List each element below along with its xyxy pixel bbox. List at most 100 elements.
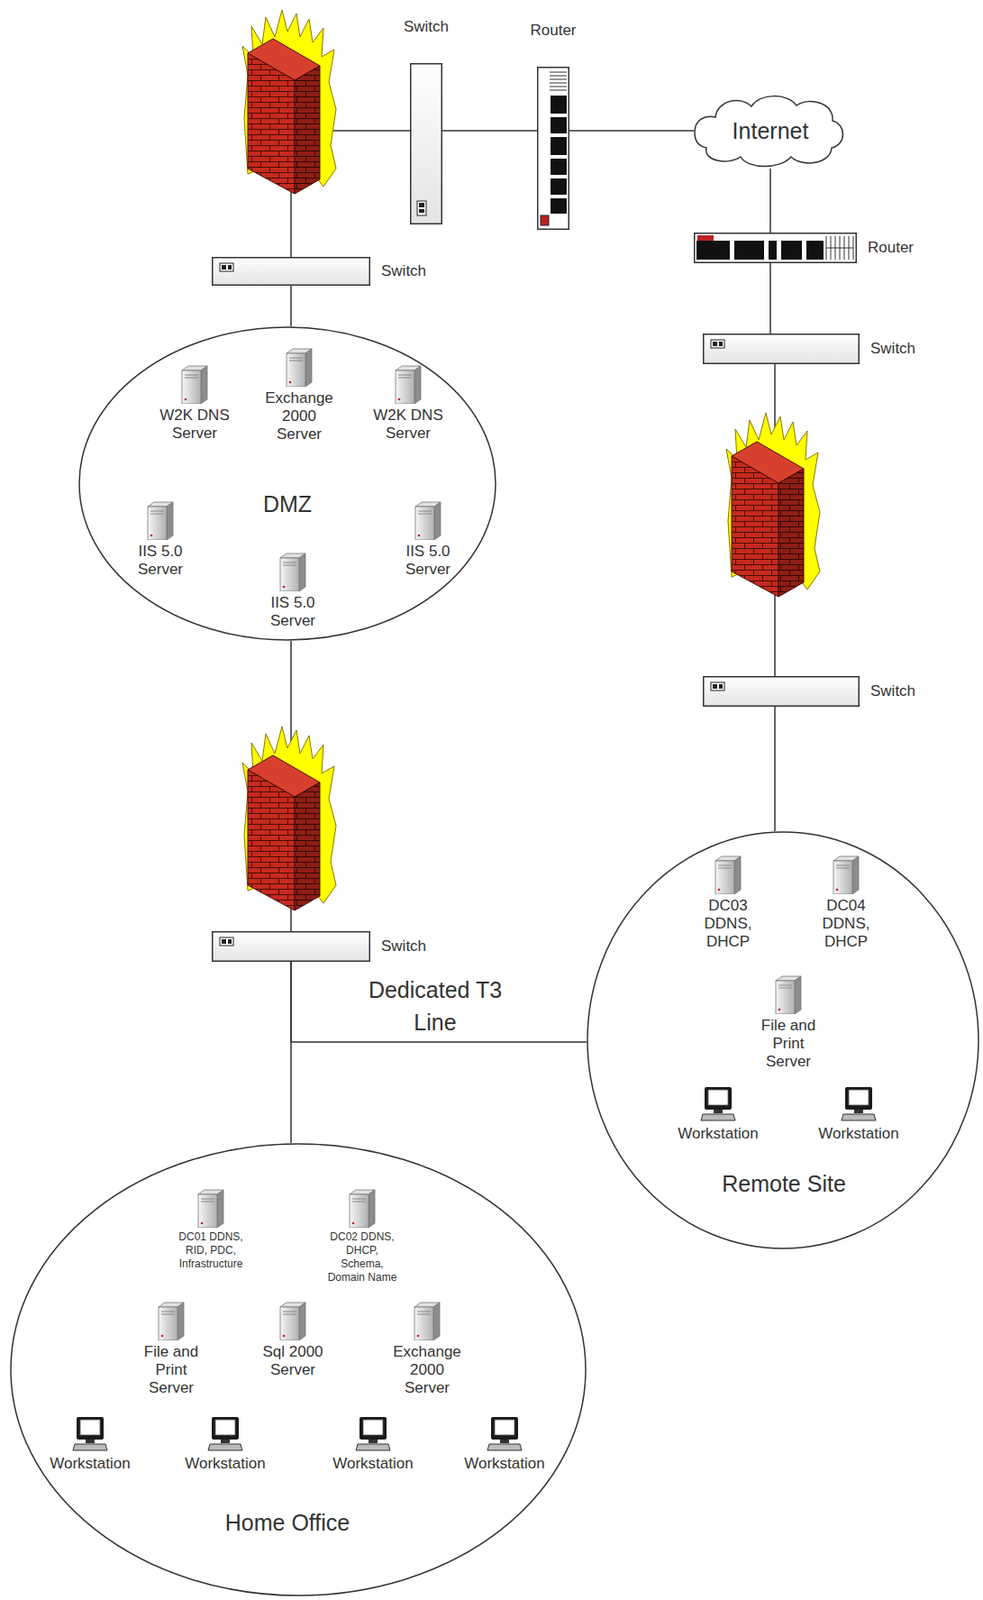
server-icon: File and Print Server <box>136 1300 207 1397</box>
workstation-icon: Workstation <box>40 1415 140 1473</box>
router: Router <box>693 232 857 264</box>
device-label: Switch <box>381 262 427 281</box>
server-label: DC04 DDNS, DHCP <box>817 896 875 951</box>
server-label: W2K DNS Server <box>368 406 448 443</box>
server-icon <box>393 364 423 404</box>
server-icon: IIS 5.0 Server <box>263 551 323 630</box>
server-label: Workstation <box>323 1454 423 1473</box>
network-link <box>442 129 538 132</box>
server-icon <box>412 1300 442 1340</box>
site-zone: DMZ W2K DNS Server Exchange 2000 Server W2K… <box>78 326 497 641</box>
network-link <box>769 263 772 334</box>
network-switch <box>211 930 371 962</box>
zone-label: Home Office <box>225 1508 350 1536</box>
server-label: DC02 DDNS, DHCP, Schema, Domain Name <box>325 1229 400 1284</box>
server-icon <box>145 500 175 540</box>
server-label: Workstation <box>40 1454 140 1473</box>
workstation-icon: Workstation <box>323 1415 423 1473</box>
site-zone: Home Office DC01 DDNS, RID, PDC, Infrastr… <box>9 1142 587 1596</box>
device-label: Switch <box>381 937 427 956</box>
firewall-icon <box>726 412 820 597</box>
server-icon <box>347 1187 377 1228</box>
server-icon <box>278 1300 308 1340</box>
server-label: Workstation <box>668 1124 768 1143</box>
site-zone: Remote Site DC03 DDNS, DHCP DC04 DDNS, DHC… <box>586 830 980 1249</box>
server-icon: Exchange 2000 Server <box>260 346 338 444</box>
server-icon: IIS 5.0 Server <box>130 500 191 579</box>
workstation-icon: Workstation <box>809 1085 909 1143</box>
server-label: File and Print Server <box>753 1016 824 1071</box>
server-icon <box>773 973 803 1014</box>
server-label: IIS 5.0 Server <box>398 542 458 579</box>
server-label: DC01 DDNS, RID, PDC, Infrastructure <box>173 1229 248 1271</box>
server-icon: Sql 2000 Server <box>257 1300 328 1379</box>
workstation-icon: Workstation <box>175 1415 275 1473</box>
network-switch: Switch <box>409 63 443 225</box>
server-icon <box>156 1300 186 1340</box>
server-label: Sql 2000 Server <box>257 1342 328 1379</box>
workstation-icon <box>207 1415 244 1452</box>
network-switch: Switch <box>211 256 371 286</box>
network-switch <box>409 63 443 225</box>
network-link <box>290 285 292 327</box>
firewall-icon <box>242 726 337 911</box>
server-icon: DC03 DDNS, DHCP <box>699 854 757 951</box>
zone-label: Remote Site <box>721 1169 847 1197</box>
router: Router <box>537 66 570 230</box>
network-switch: Switch <box>702 333 860 365</box>
server-icon: Exchange 2000 Server <box>388 1300 466 1397</box>
cloud-label: Internet <box>732 117 810 145</box>
workstation-icon <box>354 1415 392 1452</box>
server-icon <box>196 1187 226 1228</box>
firewall-icon <box>242 9 337 194</box>
server-label: IIS 5.0 Server <box>263 593 323 630</box>
server-icon: DC01 DDNS, RID, PDC, Infrastructure <box>173 1187 248 1271</box>
server-icon: DC02 DDNS, DHCP, Schema, Domain Name <box>325 1187 400 1284</box>
workstation-icon: Workstation <box>668 1085 768 1143</box>
router <box>537 66 570 230</box>
zone-label: DMZ <box>263 490 312 518</box>
server-icon <box>713 854 743 894</box>
server-icon: File and Print Server <box>753 973 824 1071</box>
server-icon: DC04 DDNS, DHCP <box>817 854 875 951</box>
network-switch <box>211 256 371 286</box>
server-label: Workstation <box>809 1124 909 1143</box>
link-label: Dedicated T3 Line <box>354 973 517 1038</box>
network-link <box>769 168 772 233</box>
router <box>693 232 857 264</box>
network-switch: Switch <box>702 675 860 707</box>
network-switch <box>702 333 860 365</box>
device-label: Switch <box>870 339 916 358</box>
server-icon <box>180 364 210 404</box>
server-icon <box>278 551 308 592</box>
server-label: File and Print Server <box>136 1342 207 1397</box>
network-switch: Switch <box>211 930 371 962</box>
server-label: Workstation <box>455 1454 555 1473</box>
workstation-icon <box>486 1415 523 1452</box>
internet-cloud: Internet <box>693 91 847 169</box>
workstation-icon <box>840 1085 877 1122</box>
server-icon: IIS 5.0 Server <box>398 500 458 579</box>
server-icon: W2K DNS Server <box>154 364 235 443</box>
device-label: Switch <box>403 18 449 37</box>
server-label: Exchange 2000 Server <box>388 1342 466 1397</box>
server-label: W2K DNS Server <box>154 406 235 443</box>
network-link <box>773 706 776 831</box>
workstation-icon: Workstation <box>455 1415 555 1473</box>
device-label: Router <box>529 21 576 40</box>
server-label: DC03 DDNS, DHCP <box>699 896 757 951</box>
server-label: Exchange 2000 Server <box>260 389 338 444</box>
server-icon: W2K DNS Server <box>368 364 448 443</box>
server-label: IIS 5.0 Server <box>130 542 191 579</box>
server-icon <box>284 346 314 387</box>
network-link <box>291 961 587 1042</box>
server-icon <box>413 500 443 540</box>
server-label: Workstation <box>175 1454 275 1473</box>
workstation-icon <box>700 1085 737 1122</box>
device-label: Router <box>867 238 914 257</box>
workstation-icon <box>72 1415 109 1452</box>
server-icon <box>831 854 861 894</box>
network-link <box>569 129 694 132</box>
network-switch <box>702 675 860 707</box>
device-label: Switch <box>870 682 916 701</box>
